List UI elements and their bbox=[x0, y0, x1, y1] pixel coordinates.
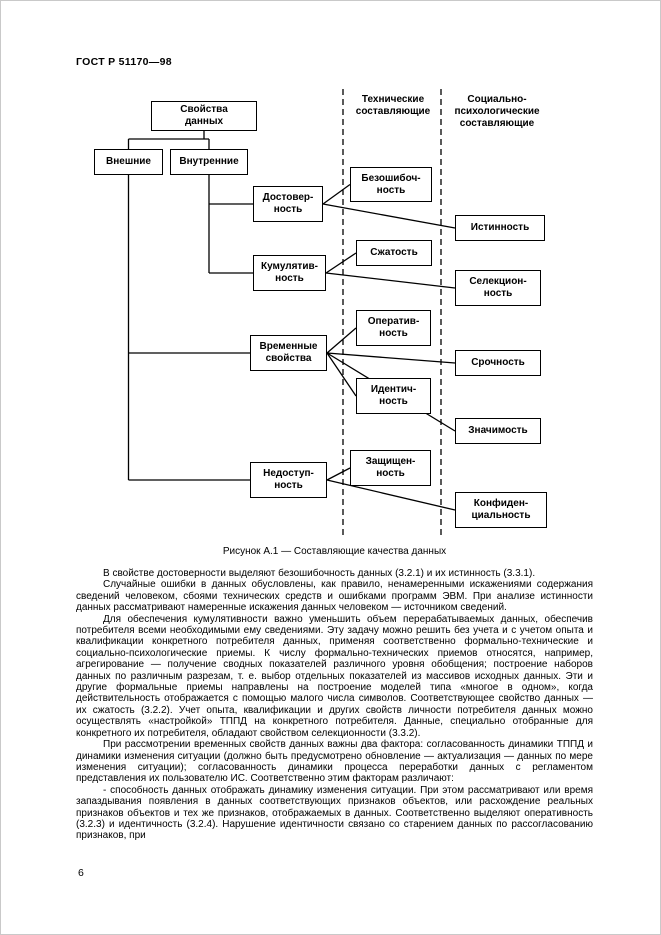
diagram-box-identity: Идентич- ность bbox=[356, 378, 431, 414]
diagram-box-internal: Внутренние bbox=[170, 149, 248, 175]
diagram-box-data-properties: Свойства данных bbox=[151, 101, 257, 131]
diagram-box-external: Внешние bbox=[94, 149, 163, 175]
body-text: В свойстве достоверности выделяют безоши… bbox=[76, 568, 593, 842]
connector-internal-branch bbox=[208, 175, 253, 274]
document-standard-number: ГОСТ Р 51170—98 bbox=[76, 56, 172, 68]
diagram-box-urgency: Срочность bbox=[455, 350, 541, 376]
connector-temporal-fan bbox=[326, 327, 456, 432]
diagram-box-inaccessibility: Недоступ- ность bbox=[250, 462, 327, 498]
diagram-box-compactness: Сжатость bbox=[356, 240, 432, 266]
figure-caption: Рисунок А.1 — Составляющие качества данн… bbox=[222, 546, 447, 557]
connector-inaccessibility-fan bbox=[326, 467, 456, 511]
diagram-box-significance: Значимость bbox=[455, 418, 541, 444]
connector-root-split bbox=[127, 131, 210, 149]
diagram-box-operativeness: Оператив- ность bbox=[356, 310, 431, 346]
diagram-box-truthfulness: Истинность bbox=[455, 215, 545, 241]
diagram-box-security: Защищен- ность bbox=[350, 450, 431, 486]
column-header-socio-psychological: Социально- психологические составляющие bbox=[454, 94, 540, 129]
diagram-connector-lines bbox=[127, 89, 456, 536]
paragraph-1: В свойстве достоверности выделяют безоши… bbox=[103, 568, 536, 579]
diagram-box-cumulativeness: Кумулятив- ность bbox=[253, 255, 326, 291]
paragraph-2: Случайные ошибки в данных обусловлены, к… bbox=[76, 579, 593, 614]
column-header-technical: Технические составляющие bbox=[355, 94, 431, 117]
diagram-box-error-free: Безошибоч- ность bbox=[350, 167, 432, 202]
paragraph-5: - способность данных отображать динамику… bbox=[76, 784, 593, 842]
paragraph-3: Для обеспечения кумулятивности важно уме… bbox=[76, 613, 593, 739]
diagram-box-confidentiality: Конфиден- циальность bbox=[455, 492, 547, 528]
connector-cumulativeness-fan bbox=[325, 252, 456, 289]
diagram-box-selectivity: Селекцион- ность bbox=[455, 270, 541, 306]
page-number: 6 bbox=[78, 867, 84, 879]
figure-a1-diagram: Технические составляющие Социально- псих… bbox=[1, 89, 660, 541]
diagram-box-temporal-properties: Временные свойства bbox=[250, 335, 327, 371]
connector-reliability-fan bbox=[322, 183, 456, 229]
connector-external-branch bbox=[127, 175, 250, 481]
paragraph-4: При рассмотрении временных свойств данны… bbox=[76, 739, 593, 785]
diagram-box-reliability: Достовер- ность bbox=[253, 186, 323, 222]
